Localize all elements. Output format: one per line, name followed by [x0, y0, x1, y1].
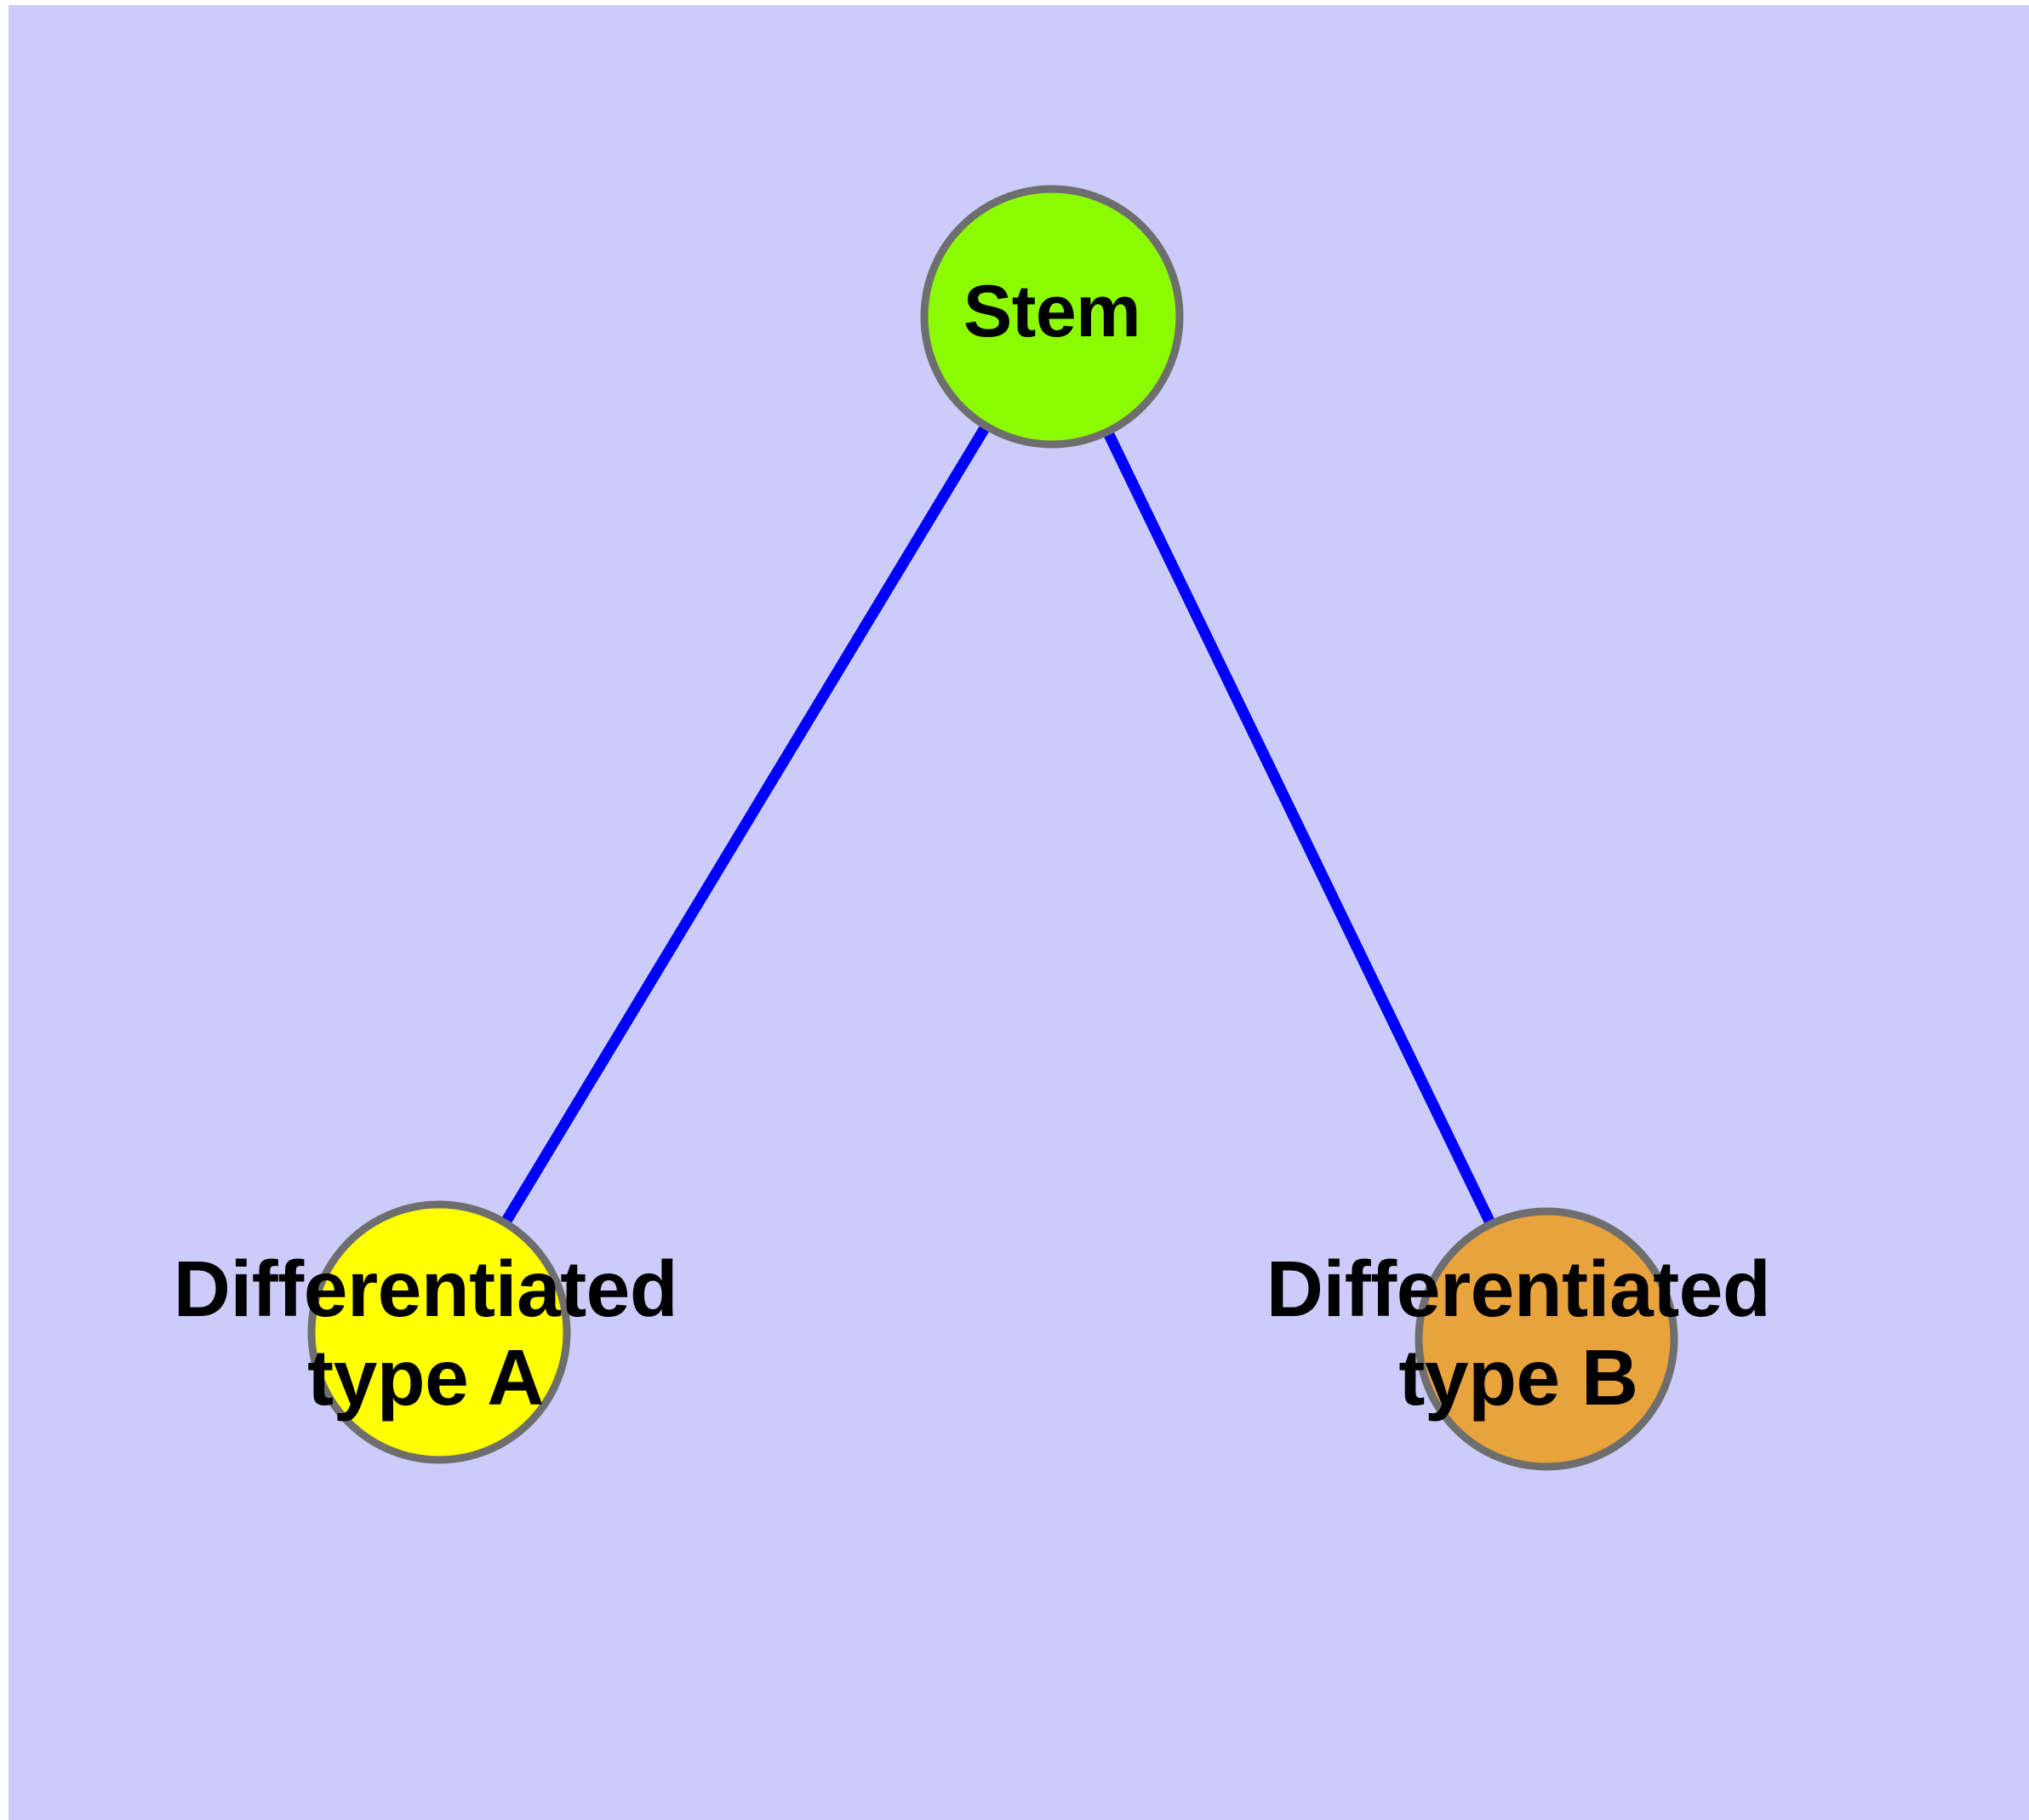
edge-stem-to-differentiated-type-a: [500, 423, 992, 1226]
node-stem[interactable]: [920, 185, 1184, 449]
edge-stem-to-differentiated-type-b: [1102, 429, 1496, 1227]
node-layer: [307, 185, 1678, 1471]
node-differentiated-type-a[interactable]: [307, 1200, 571, 1464]
node-differentiated-type-b[interactable]: [1415, 1207, 1678, 1471]
edge-layer: [500, 423, 1496, 1227]
